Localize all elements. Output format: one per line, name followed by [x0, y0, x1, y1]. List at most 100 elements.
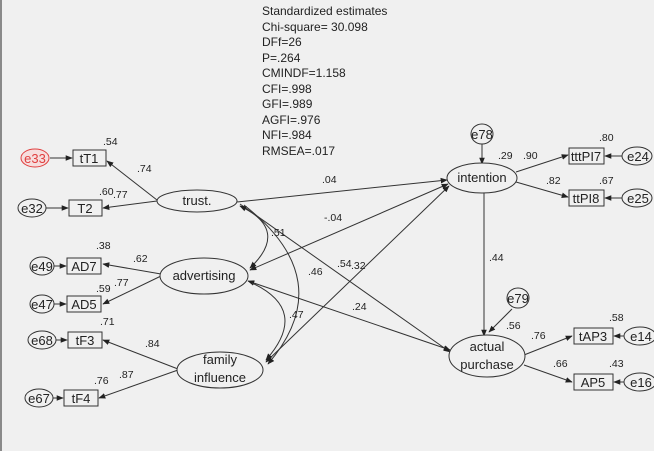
coef-load-tT1: .74 [137, 163, 152, 175]
latent-advertising[interactable] [159, 257, 249, 295]
indicator-tF3[interactable] [67, 331, 103, 349]
label-ttPI8: ttPI8 [573, 191, 600, 206]
stat-df: DFf=26 [262, 35, 302, 49]
indicator-tT1[interactable] [72, 149, 107, 167]
label-intention: intention [457, 170, 506, 185]
coef-load-PI7: .90 [523, 150, 538, 162]
indicator-AD7[interactable] [66, 257, 102, 275]
error-e68[interactable] [27, 330, 57, 350]
label-AP5: AP5 [581, 375, 606, 390]
coef-r2-tF4: .76 [94, 375, 109, 387]
coef-load-tF3: .84 [145, 338, 160, 350]
indicator-tF4[interactable] [63, 389, 99, 407]
coef-r2-AP3: .58 [609, 312, 624, 324]
error-e67[interactable] [24, 388, 54, 408]
label-e25: e25 [627, 191, 649, 206]
error-e25[interactable] [621, 188, 653, 208]
coef-family-intention: .32 [351, 260, 366, 272]
indicator-AP5[interactable] [573, 373, 614, 391]
latent-trust[interactable] [156, 189, 238, 213]
indicator-tttPI7[interactable] [568, 147, 605, 165]
error-e14[interactable] [623, 326, 654, 346]
label-e16: e16 [630, 375, 652, 390]
path-e79-actual [488, 308, 513, 333]
label-AD5: AD5 [71, 297, 96, 312]
label-family: family [203, 352, 237, 367]
path-actual-AP3 [523, 335, 573, 356]
label-tF4: tF4 [72, 391, 91, 406]
coef-r2-tT1: .54 [103, 136, 118, 148]
label-e79: e79 [507, 291, 529, 306]
label-trust: trust. [183, 193, 212, 208]
indicator-ttPI8[interactable] [568, 189, 605, 207]
coef-r2-T2: .60 [99, 186, 114, 198]
error-e47[interactable] [29, 294, 55, 314]
path-intention-PI8 [515, 181, 569, 198]
label-tF3: tF3 [76, 333, 95, 348]
stat-gfi: GFI=.989 [262, 97, 313, 111]
coef-load-PI8: .82 [546, 175, 561, 187]
label-tAP3: tAP3 [579, 329, 607, 344]
path-adv-AD5 [102, 275, 162, 305]
label-actual: actual [470, 339, 505, 354]
coef-r2-AP5: .43 [609, 358, 624, 370]
error-e78[interactable] [470, 123, 494, 145]
path-trust-tT1 [106, 160, 158, 201]
path-adv-AD7 [102, 262, 162, 275]
coef-load-AP5: .66 [553, 358, 568, 370]
label-e47: e47 [31, 297, 53, 312]
label-e32: e32 [21, 201, 43, 216]
error-e32[interactable] [17, 198, 47, 218]
coef-r2-PI8: .67 [599, 175, 614, 187]
coef-load-AD7: .62 [133, 253, 148, 265]
error-e79[interactable] [506, 287, 530, 309]
path-trust-T2 [102, 200, 158, 210]
coef-adv-intention: -.04 [324, 212, 342, 224]
path-family-tF4 [98, 369, 179, 399]
latent-intention[interactable] [446, 162, 518, 194]
coef-cov-trust-adv: .51 [271, 227, 286, 239]
error-e33[interactable] [20, 148, 50, 168]
coef-r2-AD7: .38 [96, 240, 111, 252]
stat-nfi: NFI=.984 [262, 128, 312, 142]
canvas-border [0, 0, 2, 451]
label-e14: e14 [630, 329, 652, 344]
coef-load-AP3: .76 [531, 330, 546, 342]
label-e33: e33 [24, 151, 46, 166]
path-intention-PI7 [515, 154, 569, 173]
path-actual-AP5 [523, 364, 573, 383]
cov-adv-family [251, 282, 286, 361]
coef-intention-actual: .44 [489, 252, 504, 264]
indicator-tAP3[interactable] [573, 327, 614, 345]
label-T2: T2 [77, 201, 92, 216]
indicator-T2[interactable] [68, 199, 103, 217]
error-e16[interactable] [623, 372, 654, 392]
coef-adv-actual: .24 [352, 301, 367, 313]
indicator-AD5[interactable] [66, 295, 102, 313]
label-advertising: advertising [173, 268, 236, 283]
label-e78: e78 [471, 127, 493, 142]
label-influence: influence [194, 370, 246, 385]
stats-title: Standardized estimates [262, 4, 388, 18]
latent-actual-purchase[interactable] [448, 334, 526, 378]
cov-trust-family [243, 204, 300, 365]
coef-trust-intention: .04 [322, 174, 337, 186]
error-e24[interactable] [621, 146, 653, 166]
label-purchase: purchase [460, 357, 513, 372]
label-e24: e24 [627, 149, 649, 164]
coef-r2-intention: .29 [498, 150, 513, 162]
label-AD7: AD7 [71, 259, 96, 274]
coef-cov-adv-family: .47 [289, 309, 304, 321]
stat-cmindf: CMINDF=1.158 [262, 66, 346, 80]
stat-cfi: CFI=.998 [262, 81, 312, 96]
label-e49: e49 [31, 259, 53, 274]
error-e49[interactable] [29, 256, 55, 276]
coef-load-AD5: .77 [114, 277, 129, 289]
coef-r2-actual: .56 [506, 320, 521, 332]
coef-load-tF4: .87 [119, 369, 134, 381]
path-family-tF3 [102, 339, 179, 370]
coef-cov-trust-family: .46 [308, 266, 323, 278]
latent-family-influence[interactable] [176, 351, 264, 389]
label-e67: e67 [28, 391, 50, 406]
path-family-intention [265, 185, 450, 363]
